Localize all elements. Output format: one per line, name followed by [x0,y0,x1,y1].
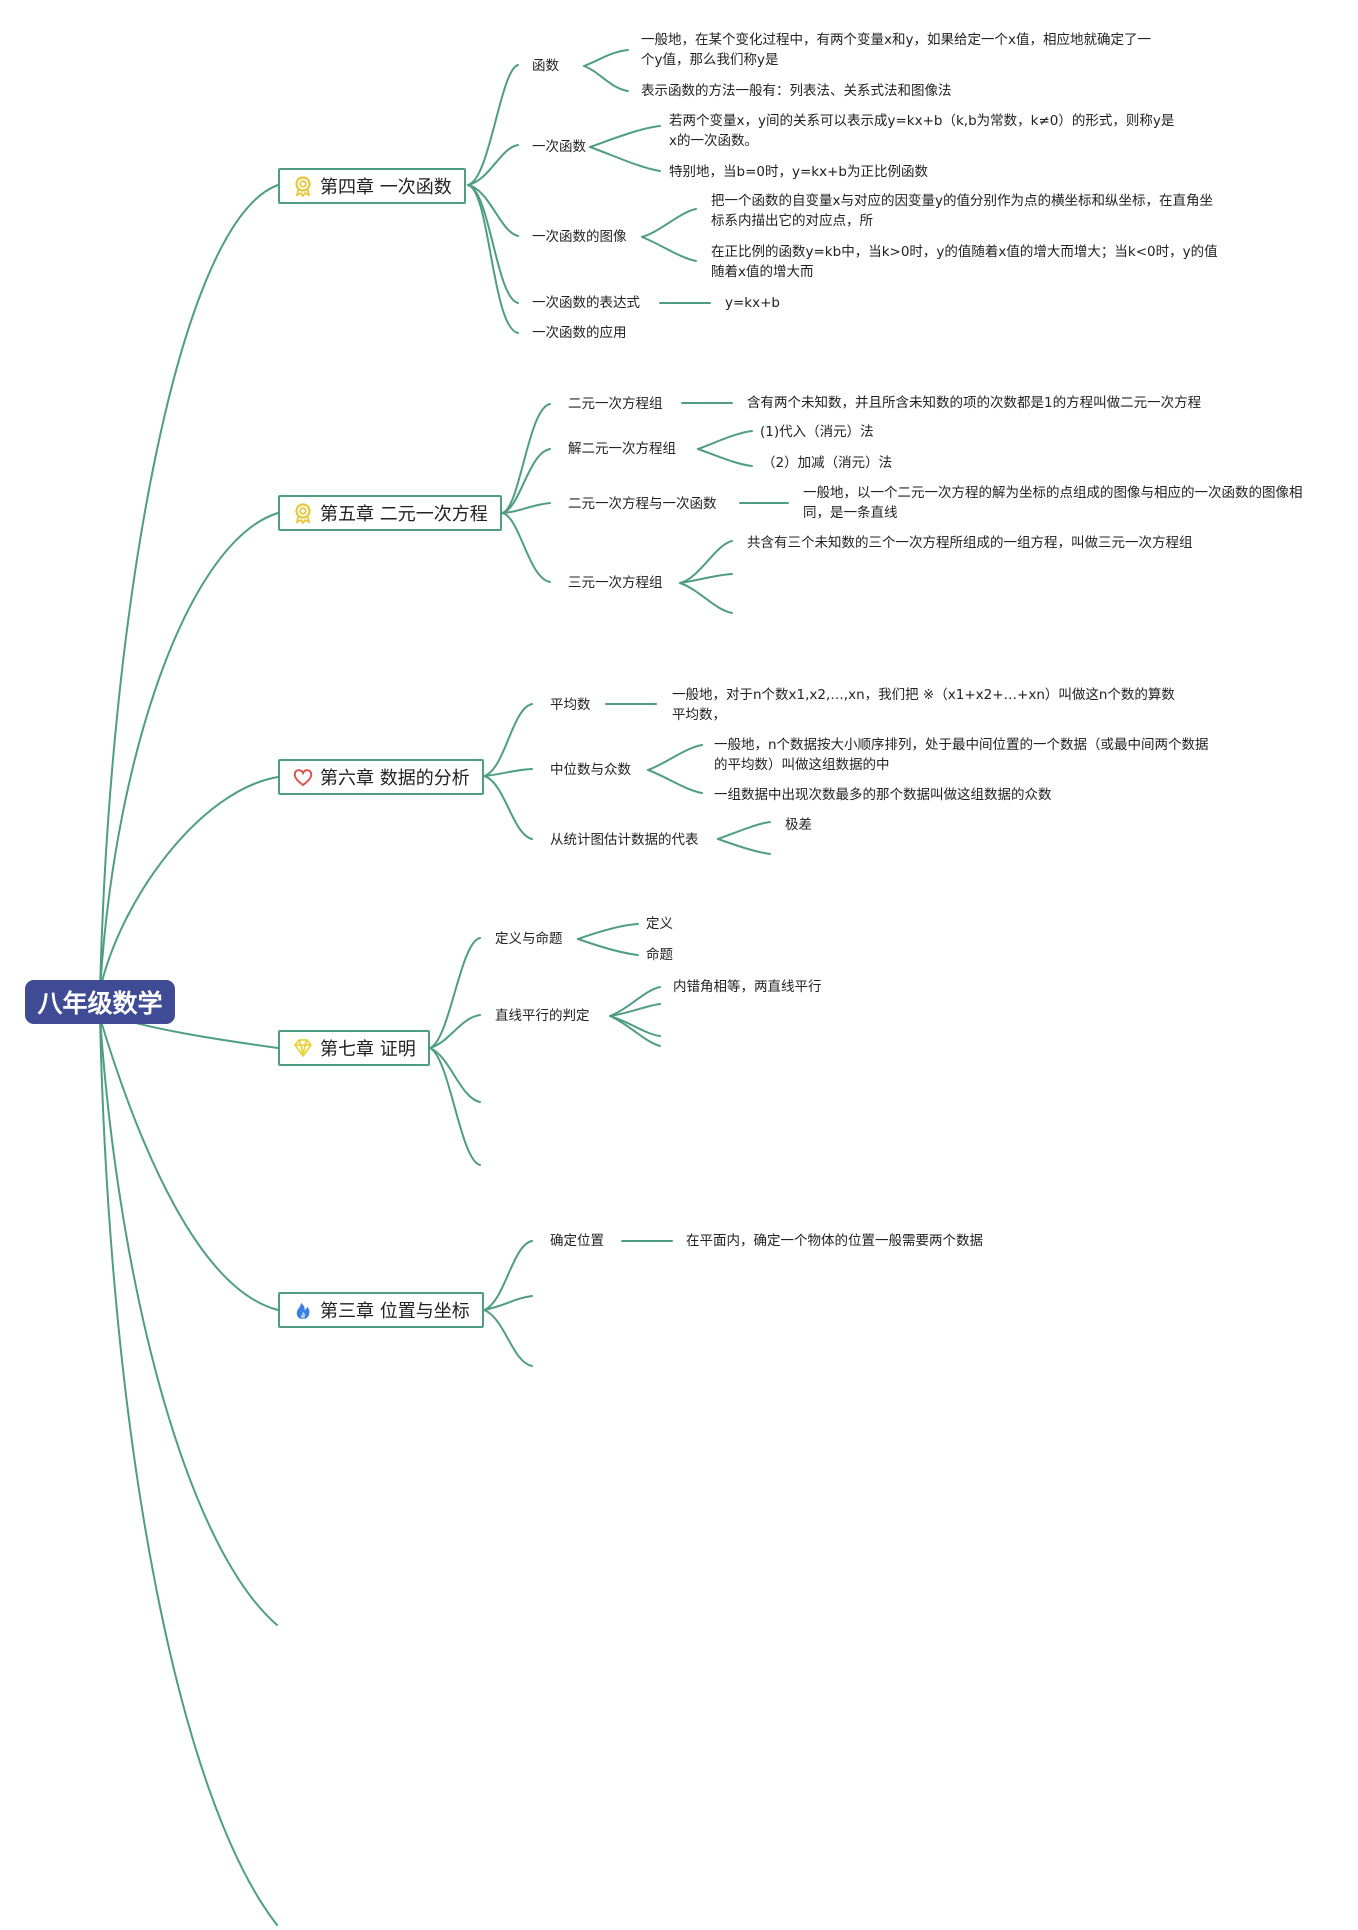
node-tongji[interactable]: 从统计图估计数据的代表 [550,832,699,848]
node-tuxiang[interactable]: 一次函数的图像 [532,229,627,245]
flame-icon [292,1299,314,1321]
node-biaodashi-value[interactable]: y=kx+b [725,295,780,311]
topic-chapter-3[interactable]: 第三章 位置与坐标 [278,1292,484,1328]
link-ch4-tuxiang [467,184,519,237]
link-ch7-pingxing [429,1014,481,1049]
link-root-ch3 [99,1017,279,1311]
topic-chapter-6[interactable]: 第六章 数据的分析 [278,759,484,795]
link-yici-def [589,125,661,148]
link-dingyi-def [577,923,639,940]
node-zhongwei-definition[interactable]: 一般地，n个数据按大小顺序排列，处于最中间位置的一个数据（或最中间两个数据的平均… [714,737,1209,773]
link-ch5-yuhanshu [501,502,551,514]
link-ch6-tongji [483,775,533,840]
link-root-empty1 [99,1017,278,1626]
node-jie[interactable]: 解二元一次方程组 [568,441,676,457]
node-pingjun-definition[interactable]: 一般地，对于n个数x1,x2,…,xn，我们把 ※（x1+x2+…+xn）叫做这… [672,687,1175,723]
award-badge-icon [292,502,314,524]
topic-title: 第五章 二元一次方程 [320,504,488,525]
topic-title: 第六章 数据的分析 [320,768,470,789]
link-ch5-jie [501,448,551,514]
node-yici[interactable]: 一次函数 [532,139,586,155]
link-root-ch6 [99,776,279,991]
node-queding-definition[interactable]: 在平面内，确定一个物体的位置一般需要两个数据 [686,1233,983,1249]
link-ch3-empty1 [483,1295,533,1311]
topic-chapter-4[interactable]: 第四章 一次函数 [278,168,466,204]
root-node[interactable]: 八年级数学 [25,980,175,1024]
node-pingjun[interactable]: 平均数 [550,697,591,713]
link-jie-2 [697,448,753,467]
node-yici-definition[interactable]: 若两个变量x，y间的关系可以表示成y=kx+b（k,b为常数，k≠0）的形式，则… [669,113,1175,149]
link-ch5-fangchengzu [501,403,551,514]
topic-title: 第四章 一次函数 [320,177,452,198]
node-yingyong[interactable]: 一次函数的应用 [532,325,627,341]
node-yu-hanshu[interactable]: 二元一次方程与一次函数 [568,496,717,512]
node-fangchengzu-definition[interactable]: 含有两个未知数，并且所含未知数的项的次数都是1的方程叫做二元一次方程 [747,395,1202,411]
link-zhongshu-def [647,769,703,794]
node-yici-special[interactable]: 特别地，当b=0时，y=kx+b为正比例函数 [669,164,928,180]
link-root-empty2 [99,1017,278,1926]
node-biaodashi[interactable]: 一次函数的表达式 [532,295,640,311]
node-dingyi[interactable]: 定义 [646,916,673,932]
link-tongji-empty [717,838,771,855]
link-ch4-biaodashi [467,184,519,304]
node-pingxing[interactable]: 直线平行的判定 [495,1008,590,1024]
node-jicha[interactable]: 极差 [785,817,812,833]
diamond-icon [292,1037,314,1059]
link-ch6-pingjun [483,703,533,777]
link-ch7-dingyi [429,937,481,1049]
link-tuxiang-2 [641,236,697,262]
link-hanshu-methods [583,65,629,92]
topic-chapter-5[interactable]: 第五章 二元一次方程 [278,495,502,531]
link-ch3-queding [483,1240,533,1311]
link-jie-1 [697,430,753,450]
link-ch4-yingyong [467,184,519,334]
link-ch7-empty2 [429,1047,481,1166]
node-queding[interactable]: 确定位置 [550,1233,604,1249]
node-pingxing-1[interactable]: 内错角相等，两直线平行 [673,979,822,995]
topic-title: 第三章 位置与坐标 [320,1301,470,1322]
link-ch4-yici [467,144,519,186]
node-fangchengzu[interactable]: 二元一次方程组 [568,396,663,412]
node-jie-2[interactable]: （2）加减（消元）法 [762,455,893,471]
node-tuxiang-1[interactable]: 把一个函数的自变量x与对应的因变量y的值分别作为点的横坐标和纵坐标，在直角坐标系… [711,193,1213,229]
link-ch7-empty1 [429,1047,481,1103]
node-sanyuan[interactable]: 三元一次方程组 [568,575,663,591]
link-pingxing-empty3 [609,1015,661,1047]
link-ch6-zhongwei [483,768,533,777]
node-hanshu-methods[interactable]: 表示函数的方法一般有：列表法、关系式法和图像法 [641,83,952,99]
node-tuxiang-2[interactable]: 在正比例的函数y=kb中，当k>0时，y的值随着x值的增大而增大；当k<0时，y… [711,244,1218,280]
link-dingyi-ming [577,938,639,956]
link-hanshu-def [583,49,629,67]
node-mingti[interactable]: 命题 [646,947,673,963]
link-sanyuan-empty2 [679,582,733,614]
link-yici-special [589,146,661,172]
topic-chapter-7[interactable]: 第七章 证明 [278,1030,430,1066]
node-jie-1[interactable]: (1)代入（消元）法 [760,424,874,440]
link-ch5-sanyuan [501,512,551,583]
link-zhongwei-def [647,744,703,771]
link-sanyuan-empty1 [679,573,733,584]
node-zhongshu-definition[interactable]: 一组数据中出现次数最多的那个数据叫做这组数据的众数 [714,787,1052,803]
link-pingxing-empty1 [609,1003,661,1017]
node-hanshu[interactable]: 函数 [532,58,559,74]
link-ch3-empty2 [483,1309,533,1367]
link-root-ch4 [99,184,279,991]
link-tongji-jicha [717,821,771,840]
node-zhongwei[interactable]: 中位数与众数 [550,762,631,778]
node-dingyi-mingti[interactable]: 定义与命题 [495,931,563,947]
link-sanyuan-def [679,540,733,584]
link-tuxiang-1 [641,208,697,238]
node-sanyuan-definition[interactable]: 共含有三个未知数的三个一次方程所组成的一组方程，叫做三元一次方程组 [747,535,1193,551]
award-badge-icon [292,175,314,197]
link-pingxing-1 [609,986,661,1017]
topic-title: 第七章 证明 [320,1039,416,1060]
link-root-ch5 [99,512,279,991]
node-hanshu-definition[interactable]: 一般地，在某个变化过程中，有两个变量x和y，如果给定一个x值，相应地就确定了一个… [641,32,1151,68]
heart-icon [292,766,314,788]
node-yu-hanshu-definition[interactable]: 一般地，以一个二元一次方程的解为坐标的点组成的图像与相应的一次函数的图像相同，是… [803,485,1303,521]
link-ch4-hanshu [467,64,519,186]
